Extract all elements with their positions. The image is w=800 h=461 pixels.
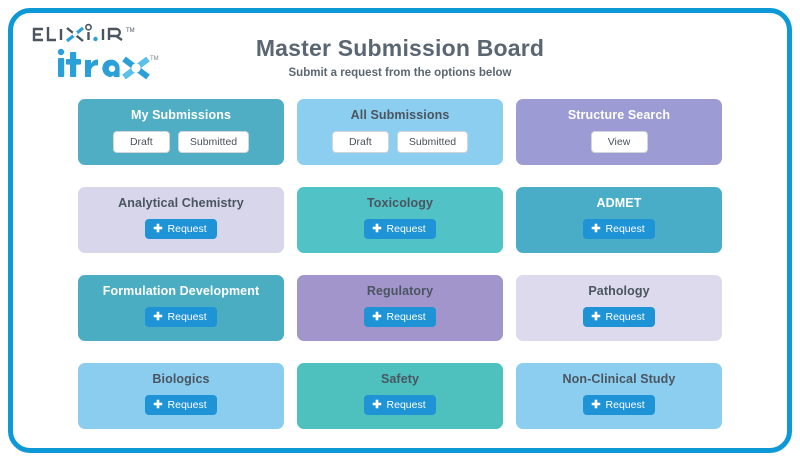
card-title: Toxicology (366, 196, 434, 210)
svg-text:TM: TM (126, 28, 135, 34)
card-regulatory[interactable]: Regulatory ✚ Request (297, 275, 503, 341)
non-clinical-study-request-button[interactable]: ✚ Request (583, 395, 655, 415)
card-actions: View (590, 131, 648, 153)
button-label: Request (605, 311, 645, 323)
card-actions: ✚ Request (145, 307, 217, 327)
card-actions: ✚ Request (145, 395, 217, 415)
biologics-request-button[interactable]: ✚ Request (145, 395, 217, 415)
regulatory-request-button[interactable]: ✚ Request (364, 307, 436, 327)
plus-icon: ✚ (153, 310, 163, 323)
card-title: Regulatory (366, 284, 434, 298)
card-title: Safety (380, 372, 420, 386)
button-label: Draft (129, 136, 153, 148)
card-non-clinical-study[interactable]: Non-Clinical Study ✚ Request (516, 363, 722, 429)
card-title: Structure Search (567, 108, 671, 122)
brand-logo[interactable]: TM TM (27, 23, 163, 85)
card-title: Pathology (588, 284, 650, 298)
formulation-development-request-button[interactable]: ✚ Request (145, 307, 217, 327)
button-label: Submitted (189, 136, 238, 148)
card-title: Non-Clinical Study (562, 372, 676, 386)
safety-request-button[interactable]: ✚ Request (364, 395, 436, 415)
button-label: Request (605, 399, 645, 411)
svg-text:TM: TM (150, 56, 159, 62)
toxicology-request-button[interactable]: ✚ Request (364, 219, 436, 239)
admet-request-button[interactable]: ✚ Request (583, 219, 655, 239)
card-actions: Draft Submitted (112, 131, 250, 153)
button-label: Request (386, 311, 426, 323)
app-window: TM TM Master Submission Board Submit (8, 8, 792, 453)
page-header: TM TM Master Submission Board Submit (13, 13, 787, 91)
itrax-wordmark-icon: TM (57, 48, 159, 80)
plus-icon: ✚ (153, 398, 163, 411)
card-title: ADMET (596, 196, 642, 210)
page-subtitle: Submit a request from the options below (288, 67, 512, 79)
plus-icon: ✚ (372, 310, 382, 323)
card-actions: ✚ Request (583, 395, 655, 415)
structure-search-view-button[interactable]: View (590, 131, 648, 153)
card-actions: ✚ Request (364, 395, 436, 415)
button-label: Request (386, 223, 426, 235)
card-title: Analytical Chemistry (118, 196, 244, 210)
my-submissions-submitted-button[interactable]: Submitted (177, 131, 250, 153)
card-actions: ✚ Request (364, 307, 436, 327)
analytical-chemistry-request-button[interactable]: ✚ Request (145, 219, 217, 239)
plus-icon: ✚ (591, 398, 601, 411)
button-label: Request (386, 399, 426, 411)
card-pathology[interactable]: Pathology ✚ Request (516, 275, 722, 341)
card-title: Formulation Development (102, 284, 260, 298)
card-title: Biologics (152, 372, 210, 386)
button-label: View (607, 136, 631, 148)
pathology-request-button[interactable]: ✚ Request (583, 307, 655, 327)
plus-icon: ✚ (372, 222, 382, 235)
button-label: Draft (348, 136, 372, 148)
button-label: Request (167, 311, 207, 323)
card-actions: Draft Submitted (331, 131, 469, 153)
card-actions: ✚ Request (583, 307, 655, 327)
card-title: My Submissions (130, 108, 232, 122)
plus-icon: ✚ (153, 222, 163, 235)
card-formulation-development[interactable]: Formulation Development ✚ Request (78, 275, 284, 341)
card-toxicology[interactable]: Toxicology ✚ Request (297, 187, 503, 253)
card-safety[interactable]: Safety ✚ Request (297, 363, 503, 429)
plus-icon: ✚ (372, 398, 382, 411)
card-biologics[interactable]: Biologics ✚ Request (78, 363, 284, 429)
button-label: Request (605, 223, 645, 235)
elixir-wordmark-icon: TM (32, 23, 135, 43)
card-analytical-chemistry[interactable]: Analytical Chemistry ✚ Request (78, 187, 284, 253)
card-actions: ✚ Request (145, 219, 217, 239)
plus-icon: ✚ (591, 222, 601, 235)
card-admet[interactable]: ADMET ✚ Request (516, 187, 722, 253)
card-actions: ✚ Request (583, 219, 655, 239)
card-title: All Submissions (350, 108, 450, 122)
all-submissions-submitted-button[interactable]: Submitted (396, 131, 469, 153)
plus-icon: ✚ (591, 310, 601, 323)
my-submissions-draft-button[interactable]: Draft (112, 131, 170, 153)
all-submissions-draft-button[interactable]: Draft (331, 131, 389, 153)
page-title: Master Submission Board (255, 35, 545, 61)
button-label: Request (167, 399, 207, 411)
title-block: Master Submission Board Submit a request… (13, 35, 787, 79)
card-actions: ✚ Request (364, 219, 436, 239)
button-label: Submitted (408, 136, 457, 148)
button-label: Request (167, 223, 207, 235)
